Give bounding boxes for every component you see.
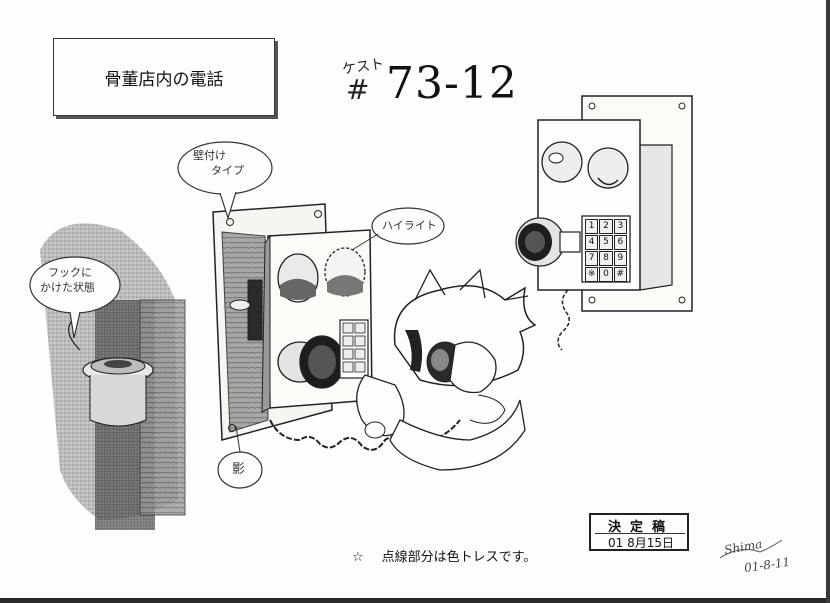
keypad-key: 2 [599, 219, 613, 234]
cut-hash: # [346, 73, 370, 106]
keypad-key: 0 [599, 267, 613, 282]
wall-phone-angled [212, 203, 373, 441]
keypad-key: 6 [613, 235, 627, 250]
stamp-divider [595, 533, 685, 534]
cut-number: 73-12 [386, 58, 518, 109]
color-trace-note-text: 点線部分は色トレスです。 [381, 550, 537, 565]
stamp-date: 01 8月15日 [608, 536, 674, 550]
final-version-stamp: 決定稿 01 8月15日 [589, 513, 689, 551]
sheet-title-box: 骨董店内の電話 [53, 38, 275, 116]
keypad-key: 8 [599, 251, 613, 266]
keypad-key: 7 [585, 251, 599, 266]
sheet-title: 骨董店内の電話 [104, 69, 224, 90]
keypad-key: ※ [585, 267, 599, 282]
color-trace-note: ☆ 点線部分は色トレスです。 [352, 546, 536, 565]
stamp-title: 決定稿 [607, 520, 674, 535]
keypad-key: 9 [613, 251, 627, 266]
highlight-note: ハイライト [382, 219, 437, 232]
keypad-key: 5 [599, 235, 613, 250]
wall-mount-note-line2: タイプ [211, 164, 244, 177]
star-icon: ☆ [352, 550, 364, 565]
highlight-note-bubble [371, 207, 445, 245]
character-with-receiver [356, 268, 537, 471]
hook-note-line2: かけた状態 [40, 281, 95, 294]
sheet-edge-bottom [0, 598, 830, 603]
hook-note-line1: フックに [48, 266, 92, 279]
signature-flourish [719, 539, 783, 559]
wall-mount-note-line1: 壁付け [193, 149, 226, 162]
sheet-edge-right [826, 0, 830, 603]
keypad-key: 1 [585, 219, 599, 234]
keypad-key: 4 [585, 235, 599, 250]
wall-phone-front [515, 95, 693, 351]
shadow-note: 影 [232, 462, 246, 477]
keypad-key: 3 [613, 219, 627, 234]
keypad-key: # [613, 267, 627, 282]
wall-mount-note: 壁付け タイプ [193, 148, 244, 178]
hook-note: フックに かけた状態 [40, 265, 95, 295]
